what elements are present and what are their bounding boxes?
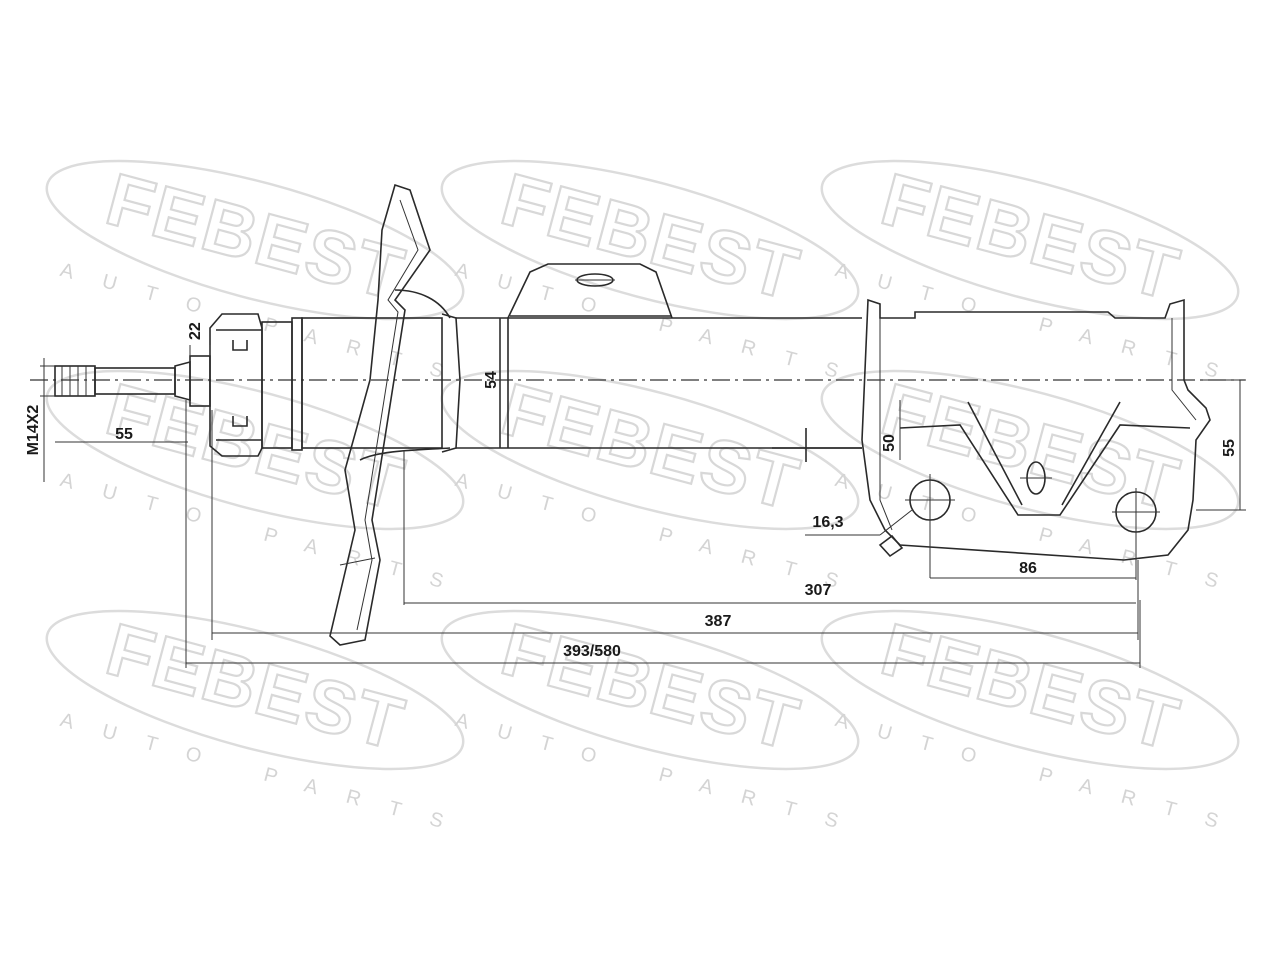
thread-label: M14X2 <box>25 405 42 456</box>
dimension-labels: M14X2 22 55 54 50 55 16,3 86 307 387 393… <box>25 322 1238 660</box>
stud-length-label: 55 <box>115 426 133 443</box>
total-length-label: 393/580 <box>563 643 621 660</box>
hole-spacing-label: 86 <box>1019 560 1037 577</box>
top-cap <box>209 313 303 457</box>
dimension-lines <box>40 318 1246 668</box>
tube-diameter-label: 54 <box>483 371 500 389</box>
length-to-bracket-label: 307 <box>805 582 832 599</box>
bracket-inner-height-label: 50 <box>881 434 898 452</box>
top-width-label: 22 <box>187 322 204 340</box>
body-length-label: 387 <box>705 613 732 630</box>
hole-diameter-label: 16,3 <box>812 514 843 531</box>
upper-housing <box>301 317 443 449</box>
mounting-bracket <box>861 298 1211 580</box>
spring-seat <box>329 183 451 646</box>
bracket-outer-height-label: 55 <box>1221 439 1238 457</box>
rubber-ring <box>441 313 461 453</box>
